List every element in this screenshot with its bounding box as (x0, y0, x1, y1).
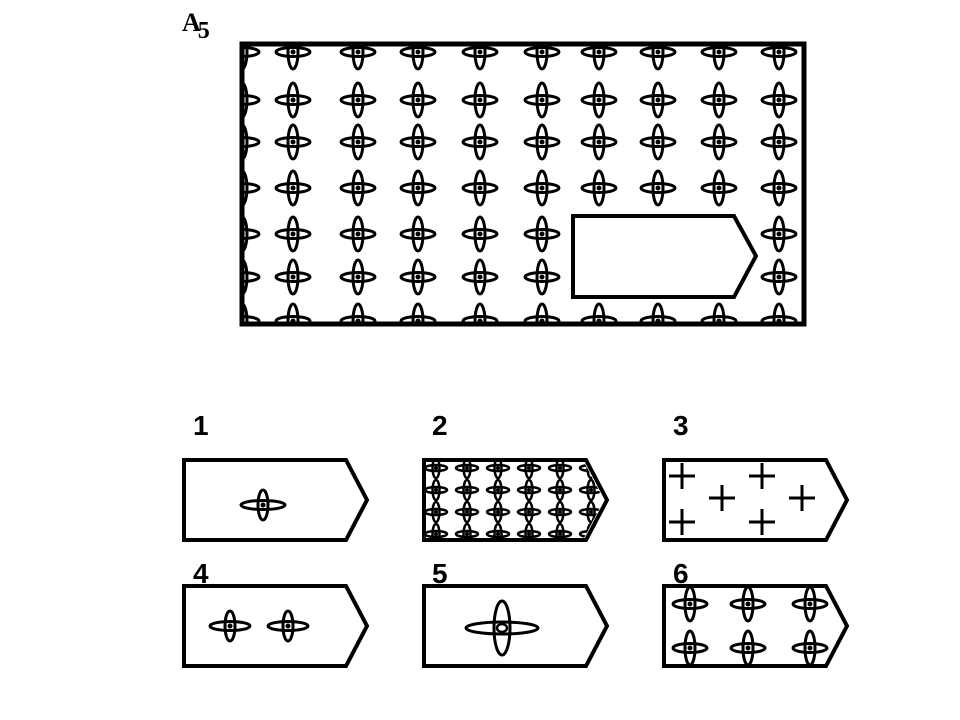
motif (760, 215, 798, 253)
option-4-motifs (208, 609, 310, 643)
motif (339, 169, 377, 207)
motif (700, 169, 738, 207)
motif (523, 215, 561, 253)
motif (339, 123, 377, 161)
motif (339, 215, 377, 253)
missing-piece-slot (571, 214, 759, 299)
motif (461, 123, 499, 161)
motif (760, 169, 798, 207)
motif (399, 123, 437, 161)
motif (399, 169, 437, 207)
option-label-5: 5 (432, 558, 448, 589)
motif (461, 215, 499, 253)
option-6[interactable] (660, 582, 852, 672)
motif (523, 258, 561, 296)
motif (399, 258, 437, 296)
motif (580, 123, 618, 161)
option-4[interactable] (180, 582, 372, 672)
motif (639, 169, 677, 207)
board-frame (239, 41, 807, 327)
motif (523, 169, 561, 207)
motif (274, 258, 312, 296)
motif (639, 123, 677, 161)
motif (523, 123, 561, 161)
puzzle-title: A5 (182, 8, 210, 44)
option-1-motif (239, 488, 287, 522)
motif (339, 258, 377, 296)
option-label-2: 2 (432, 410, 448, 441)
motif (523, 81, 561, 119)
motif (639, 81, 677, 119)
motif (274, 123, 312, 161)
motif (461, 258, 499, 296)
motif (399, 215, 437, 253)
option-3-plus-signs (669, 463, 815, 535)
motif (700, 123, 738, 161)
motif (274, 215, 312, 253)
option-label-6: 6 (673, 558, 689, 589)
motif (580, 169, 618, 207)
option-5[interactable] (420, 582, 612, 672)
motif (760, 258, 798, 296)
option-1[interactable] (180, 456, 372, 546)
motif (274, 169, 312, 207)
motif (580, 81, 618, 119)
pattern-board (239, 41, 807, 327)
motif (274, 81, 312, 119)
option-3[interactable] (660, 456, 852, 546)
option-label-3: 3 (673, 410, 689, 441)
option-label-1: 1 (193, 410, 209, 441)
motif (461, 169, 499, 207)
motif (461, 81, 499, 119)
option-label-4: 4 (193, 558, 209, 589)
motif (760, 81, 798, 119)
motif (700, 81, 738, 119)
motif (399, 81, 437, 119)
motif (760, 123, 798, 161)
motif (339, 81, 377, 119)
option-5-motif (464, 599, 540, 657)
option-2[interactable] (420, 456, 612, 546)
